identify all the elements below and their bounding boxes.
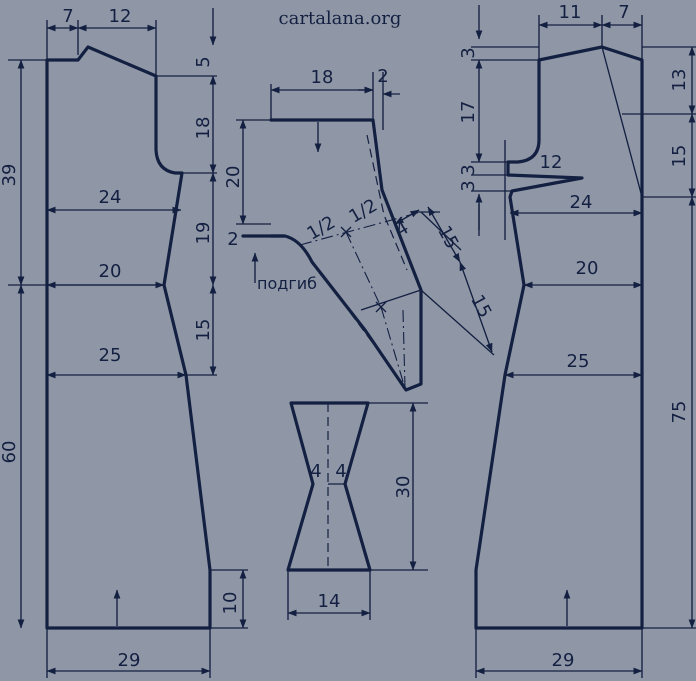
back-label-chest-waist: 19	[193, 222, 214, 245]
sleeve-center-dash	[299, 244, 405, 386]
site-watermark: cartalana.org	[279, 8, 402, 29]
collar-label-left: 4	[310, 461, 321, 482]
sleeve-marker-upper	[340, 226, 352, 238]
back-label-lower-length: 60	[0, 441, 20, 464]
sleeve-label-cap: 2	[377, 66, 388, 87]
front-label-armhole: 17	[458, 101, 479, 124]
front-label-neck-drop: 3	[458, 47, 479, 58]
sleeve-dashdot-edge	[402, 309, 406, 389]
sleeve-dim-upper-seg	[427, 206, 461, 263]
sleeve-label-top: 18	[311, 67, 334, 88]
sleeve-label-lower-seg: 15	[466, 291, 495, 321]
sleeve-dashdot-cross	[345, 231, 382, 308]
front-label-hip: 25	[567, 351, 590, 372]
front-label-shoulder: 7	[618, 2, 629, 23]
collar-label-right: 4	[335, 461, 346, 482]
front-label-waist: 20	[576, 258, 599, 279]
front-label-shoulder-height: 13	[669, 69, 690, 92]
front-label-gap-lower: 3	[458, 180, 479, 191]
collar-label-bottom: 14	[318, 591, 341, 612]
back-label-hem: 29	[118, 650, 141, 671]
back-label-drop: 5	[193, 56, 214, 67]
sleeve-label-side: 20	[223, 166, 244, 189]
sleeve-label-half-right: 1/2	[345, 195, 381, 228]
back-piece: 7 12 5 18 19 15 10 39 60 24 20 25 29	[0, 6, 248, 678]
sleeve-label-inner: 4	[392, 217, 412, 241]
back-label-shoulder-slope: 12	[109, 6, 132, 27]
sleeve-label-fold-height: 2	[227, 229, 238, 250]
front-label-chest: 24	[570, 192, 593, 213]
back-piece-outline	[45, 45, 212, 630]
sleeve-label-fold: подгиб	[257, 274, 317, 293]
collar-outline	[286, 401, 372, 572]
sleeve-label-half-left: 1/2	[303, 212, 339, 245]
back-label-hip: 25	[99, 345, 122, 366]
front-label-shoulder-lower: 15	[669, 145, 690, 168]
back-label-shoulder: 7	[62, 6, 73, 27]
back-label-chest: 24	[99, 187, 122, 208]
back-label-waist: 20	[99, 261, 122, 282]
collar-label-height: 30	[393, 476, 414, 499]
front-label-hem: 29	[552, 650, 575, 671]
back-label-slit: 10	[220, 592, 241, 615]
front-label-shoulder-slope: 11	[559, 2, 582, 23]
sleeve-cross-guide	[360, 289, 422, 311]
sleeve-dim-lower-seg	[459, 261, 493, 353]
back-label-armhole: 18	[193, 117, 214, 140]
front-label-gap-upper: 3	[458, 164, 479, 175]
sleeve-piece: 18 2 20 2 подгиб 1/2 1/2 4 15 15	[223, 66, 496, 392]
front-shoulder-seam-guide	[601, 46, 643, 198]
collar-piece: 4 4 30 14	[286, 401, 428, 620]
back-label-waist-hip: 15	[193, 319, 214, 342]
front-piece-outline	[474, 45, 644, 630]
sleeve-dim-inner	[394, 209, 420, 225]
sleeve-dashdot-lower	[380, 306, 405, 386]
front-label-dart: 12	[540, 152, 563, 173]
front-piece: 11 7 3 17 3 3 12 13 15 75 24 20 25 29	[458, 2, 696, 678]
back-label-upper-length: 39	[0, 164, 20, 187]
front-label-total-length: 75	[669, 401, 690, 424]
sleeve-marker-lower	[375, 301, 387, 313]
sleeve-outline	[269, 118, 423, 392]
